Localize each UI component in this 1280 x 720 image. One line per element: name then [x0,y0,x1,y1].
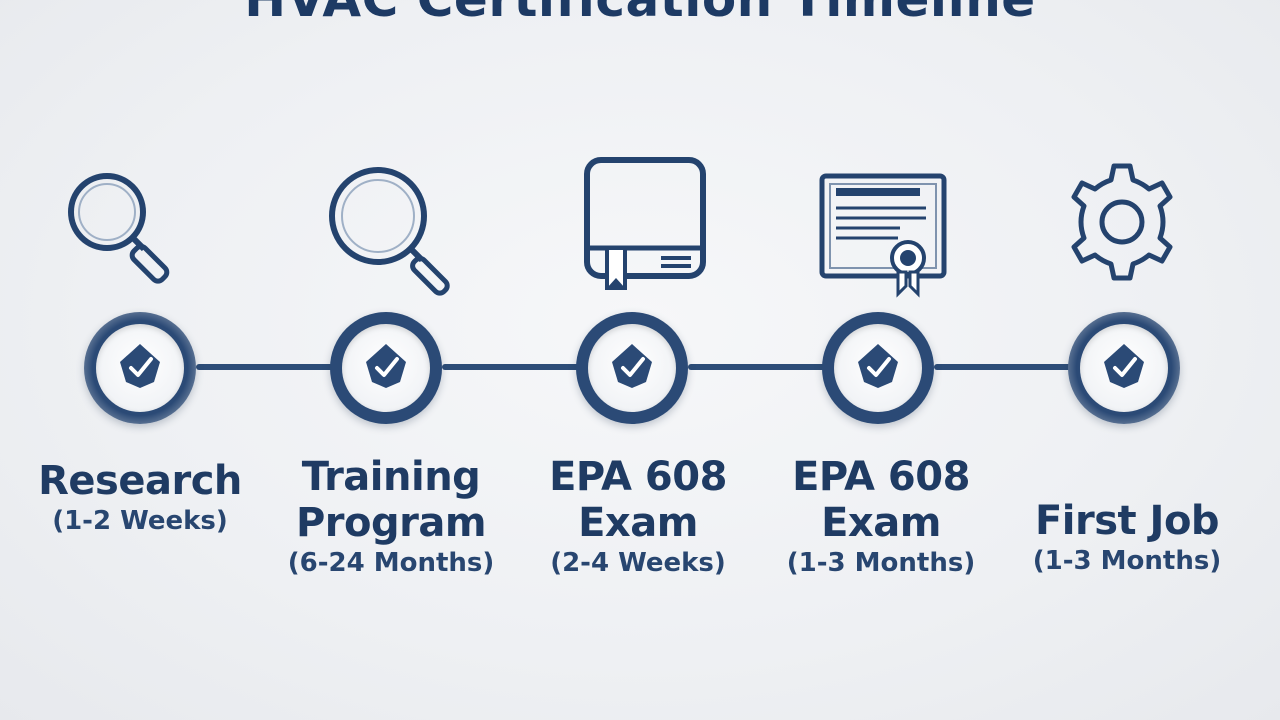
timeline-node [84,312,196,424]
shield-check-icon [1104,344,1144,388]
step-label: Training Program (6-24 Months) [271,454,511,580]
magnifying-glass-icon [45,150,205,300]
shield-check-icon [120,344,160,388]
timeline-node [1068,312,1180,424]
certificate-icon [802,150,962,300]
step-label: Research (1-2 Weeks) [20,458,260,538]
magnifying-glass-icon [310,150,470,300]
step-label: EPA 608 Exam (1-3 Months) [761,454,1001,580]
shield-check-icon [612,344,652,388]
timeline-connector [196,364,336,370]
step-name: Research [38,458,242,504]
gear-icon [1042,150,1202,300]
step-name: Training [301,454,481,500]
step-label: First Job (1-3 Months) [1007,498,1247,578]
timeline-node [822,312,934,424]
step-duration: (2-4 Weeks) [550,548,726,578]
step-duration: (1-2 Weeks) [52,506,228,536]
timeline-node [576,312,688,424]
step-duration: (6-24 Months) [287,548,495,578]
step-name: First Job [1034,498,1220,544]
step-name: EPA 608 [792,454,970,500]
step-duration: (1-3 Months) [1032,546,1222,576]
step-name: EPA 608 [549,454,727,500]
step-duration: (1-3 Months) [786,548,976,578]
step-name: Exam [578,500,698,546]
book-icon [565,150,725,300]
timeline-connector [442,364,582,370]
timeline-connector [688,364,828,370]
shield-check-icon [858,344,898,388]
step-label: EPA 608 Exam (2-4 Weeks) [518,454,758,580]
step-name: Exam [821,500,941,546]
timeline-node [330,312,442,424]
page-title: HVAC Certification Timeline [0,0,1280,28]
timeline-connector [934,364,1074,370]
shield-check-icon [366,344,406,388]
step-name: Program [295,500,487,546]
